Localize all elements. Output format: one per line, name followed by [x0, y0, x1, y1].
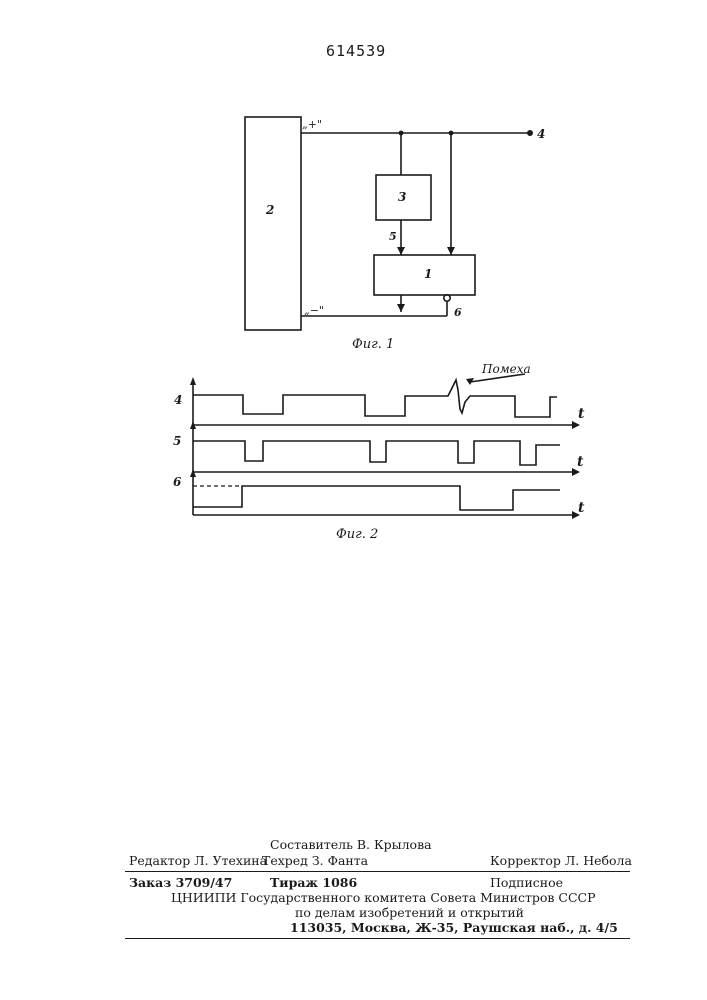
subscription-line: Подписное	[490, 875, 563, 890]
row-5-t-label: t	[577, 454, 584, 470]
imprint-top-rule	[125, 871, 630, 872]
minus-terminal-label: „−"	[304, 304, 324, 317]
imprint-bottom-rule	[125, 938, 630, 939]
row-6-label: 6	[173, 475, 182, 489]
affairs-line: по делам изобретений и открытий	[295, 905, 524, 920]
institute-line: ЦНИИПИ Государственного комитета Совета …	[171, 890, 596, 905]
node-4-label: 4	[537, 127, 545, 141]
block-1-label: 1	[424, 267, 432, 281]
compiler-line: Составитель В. Крылова	[270, 837, 432, 852]
address-line: 113035, Москва, Ж-35, Раушская наб., д. …	[290, 920, 618, 935]
editor-line: Редактор Л. Утехина	[129, 853, 267, 868]
figure-1-diagram: 2 3 1 „+" „−" 4 5 6 Фиг. 1	[0, 0, 707, 360]
waveform-row-6	[193, 486, 560, 510]
row-6-t-label: t	[578, 500, 585, 516]
node-6-label: 6	[454, 306, 462, 319]
row-4-t-label: t	[578, 406, 585, 422]
techred-line: Техред З. Фанта	[262, 853, 368, 868]
figure-2-timing: 4 5 6 t t t Помеха Фиг. 2	[0, 360, 707, 550]
figure-2-caption: Фиг. 2	[336, 527, 378, 542]
circulation-line: Тираж 1086	[270, 875, 357, 890]
waveform-row-4	[193, 380, 557, 417]
row-5-label: 5	[173, 434, 181, 448]
plus-terminal-label: „+"	[302, 118, 322, 131]
block-2-label: 2	[265, 203, 274, 217]
waveform-row-5	[193, 441, 560, 465]
order-line: Заказ 3709/47	[129, 875, 232, 890]
block-3-label: 3	[398, 190, 406, 204]
node-5-label: 5	[389, 230, 397, 243]
corrector-line: Корректор Л. Небола	[490, 853, 632, 868]
noise-label: Помеха	[481, 362, 531, 376]
block-2	[245, 117, 301, 330]
row-4-label: 4	[174, 393, 182, 407]
figure-1-caption: Фиг. 1	[352, 337, 394, 352]
